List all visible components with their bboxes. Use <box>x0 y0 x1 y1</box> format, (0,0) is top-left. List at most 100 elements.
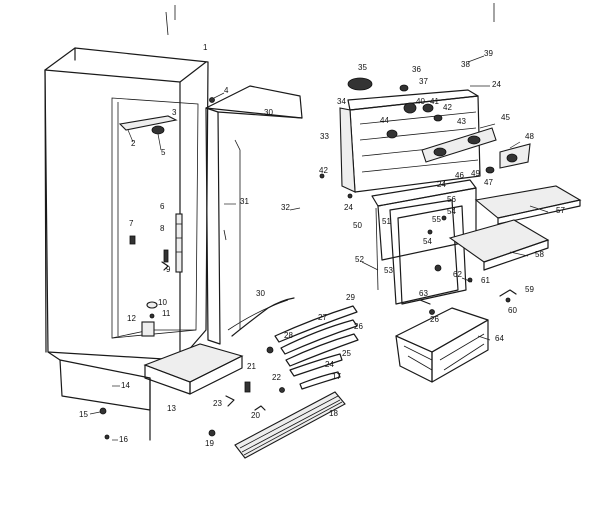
callout-35: 35 <box>358 63 367 72</box>
callout-55: 55 <box>432 215 441 224</box>
kick-grille <box>234 391 346 459</box>
callout-45: 45 <box>501 113 510 122</box>
callout-58: 58 <box>535 250 544 259</box>
callout-10: 10 <box>158 298 167 307</box>
callout-48: 48 <box>525 132 534 141</box>
callout-20: 20 <box>251 411 260 420</box>
freezer-basket <box>395 307 489 383</box>
screw-icon <box>104 434 110 440</box>
callout-1: 1 <box>203 43 208 52</box>
callout-24: 24 <box>437 180 446 189</box>
callout-40: 40 <box>416 97 425 106</box>
callout-38: 38 <box>461 60 470 69</box>
callout-41: 41 <box>430 97 439 106</box>
callout-61: 61 <box>481 276 490 285</box>
callout-43: 43 <box>457 117 466 126</box>
clip <box>129 235 169 271</box>
callout-18: 18 <box>329 409 338 418</box>
callout-60: 60 <box>508 306 517 315</box>
callout-42: 42 <box>319 166 328 175</box>
callout-17: 17 <box>332 372 341 381</box>
small-parts <box>319 173 517 315</box>
callout-33: 33 <box>320 132 329 141</box>
callout-24: 24 <box>492 80 501 89</box>
callout-3: 3 <box>172 108 177 117</box>
callout-47: 47 <box>484 178 493 187</box>
callout-25: 25 <box>342 349 351 358</box>
callout-12: 12 <box>127 314 136 323</box>
door-shelf <box>274 305 359 390</box>
callout-59: 59 <box>525 285 534 294</box>
crisper-cover <box>448 219 550 271</box>
shelf-support-rail <box>175 213 183 273</box>
callout-50: 50 <box>353 221 362 230</box>
callout-30: 30 <box>264 108 273 117</box>
callout-63: 63 <box>419 289 428 298</box>
guide-line <box>165 11 169 36</box>
callout-2: 2 <box>131 139 136 148</box>
callout-5: 5 <box>161 148 166 157</box>
drip-tray <box>143 343 244 395</box>
base-panel <box>47 351 151 441</box>
callout-57: 57 <box>556 206 565 215</box>
callout-54: 54 <box>447 207 456 216</box>
callout-8: 8 <box>160 224 165 233</box>
callout-64: 64 <box>495 334 504 343</box>
callout-15: 15 <box>79 410 88 419</box>
callout-54: 54 <box>423 237 432 246</box>
callout-labels: 1234567891011121314151617181920212223242… <box>79 43 565 448</box>
callout-7: 7 <box>129 219 134 228</box>
door <box>205 85 303 345</box>
callout-4: 4 <box>224 86 229 95</box>
callout-28: 28 <box>284 331 293 340</box>
callout-46: 46 <box>455 171 464 180</box>
dial-panel <box>421 127 497 163</box>
callout-37: 37 <box>419 77 428 86</box>
callout-44: 44 <box>380 116 389 125</box>
callout-31: 31 <box>240 197 249 206</box>
callout-42: 42 <box>443 103 452 112</box>
callout-26: 26 <box>354 322 363 331</box>
thermostat-knob <box>151 125 165 151</box>
callout-56: 56 <box>447 195 456 204</box>
callout-6: 6 <box>160 202 165 211</box>
callout-27: 27 <box>318 313 327 322</box>
callout-24: 24 <box>325 360 334 369</box>
freezer-shelf <box>474 185 582 225</box>
top-shelf-bracket <box>118 115 178 143</box>
callout-52: 52 <box>355 255 364 264</box>
screw-icon <box>209 97 215 103</box>
callout-19: 19 <box>205 439 214 448</box>
callout-53: 53 <box>384 266 393 275</box>
callout-32: 32 <box>281 203 290 212</box>
callout-49: 49 <box>471 169 480 178</box>
callout-34: 34 <box>337 97 346 106</box>
callout-13: 13 <box>167 404 176 413</box>
callout-62: 62 <box>453 270 462 279</box>
callout-24: 24 <box>344 203 353 212</box>
fan-cover <box>397 205 467 305</box>
callout-22: 22 <box>272 373 281 382</box>
light-socket <box>141 301 158 337</box>
callout-16: 16 <box>119 435 128 444</box>
control-knob-icon <box>347 77 443 139</box>
hinge-parts <box>208 346 285 437</box>
callout-39: 39 <box>484 49 493 58</box>
screw-icon <box>99 407 107 415</box>
light-switch <box>485 143 531 174</box>
callout-29: 29 <box>346 293 355 302</box>
callout-11: 11 <box>162 309 171 318</box>
callout-14: 14 <box>121 381 130 390</box>
leader <box>213 92 225 99</box>
callout-23: 23 <box>213 399 222 408</box>
leader-lines <box>89 55 549 441</box>
callout-36: 36 <box>412 65 421 74</box>
callout-51: 51 <box>382 217 391 226</box>
callout-9: 9 <box>166 265 171 274</box>
door-gasket <box>231 297 295 337</box>
callout-26: 26 <box>430 315 439 324</box>
callout-30: 30 <box>256 289 265 298</box>
callout-21: 21 <box>247 362 256 371</box>
